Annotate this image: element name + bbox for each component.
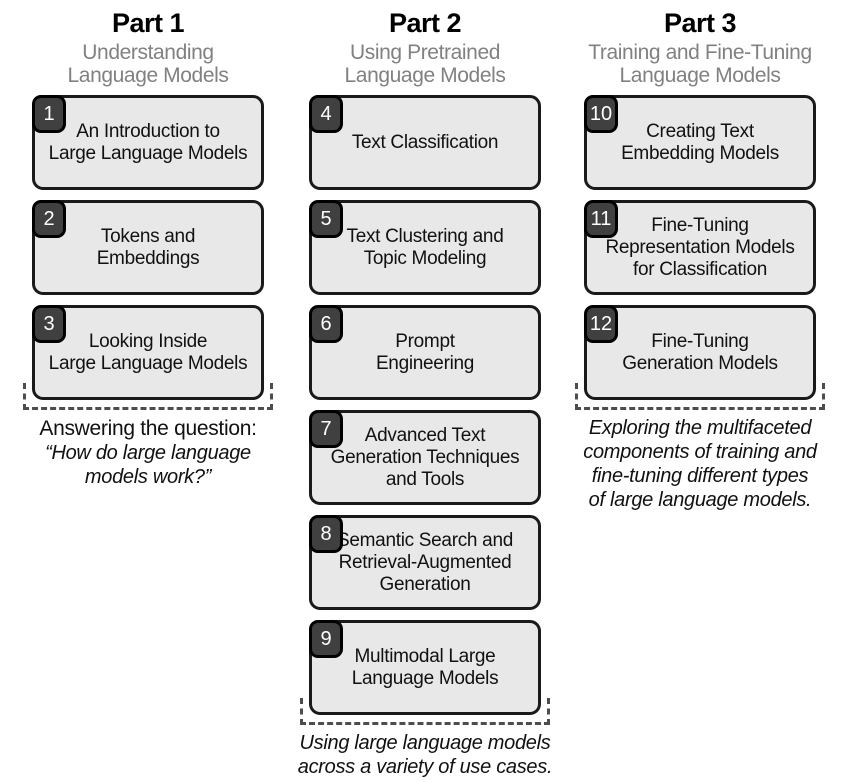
chapter-box-6: 6 Prompt Engineering <box>309 305 541 400</box>
part-1-subtitle: Understanding Language Models <box>67 41 229 87</box>
chapter-title: An Introduction to Large Language Models <box>48 120 248 164</box>
chapter-number-badge: 8 <box>309 515 343 553</box>
part-2-subtitle: Using Pretrained Language Models <box>344 41 506 87</box>
chapter-title: Fine-Tuning Generation Models <box>622 330 778 374</box>
chapter-box-10: 10 Creating Text Embedding Models <box>584 95 816 190</box>
chapter-title: Tokens and Embeddings <box>96 225 200 269</box>
chapter-title: Advanced Text Generation Techniques and … <box>330 424 520 490</box>
chapter-number-badge: 7 <box>309 410 343 448</box>
part-2-chapters: 4 Text Classification 5 Text Clustering … <box>298 95 553 779</box>
part-1-note: Answering the question: “How do large la… <box>0 416 298 489</box>
chapter-box-9: 9 Multimodal Large Language Models <box>309 620 541 715</box>
chapter-number-badge: 2 <box>32 200 66 238</box>
part-3-column: Part 3 Training and Fine-Tuning Language… <box>570 0 830 511</box>
part-1-column: Part 1 Understanding Language Models 1 A… <box>18 0 278 488</box>
chapter-number-badge: 12 <box>584 305 618 343</box>
chapter-box-11: 11 Fine-Tuning Representation Models for… <box>584 200 816 295</box>
chapter-title: Prompt Engineering <box>375 330 475 374</box>
chapter-number-badge: 3 <box>32 305 66 343</box>
chapter-box-1: 1 An Introduction to Large Language Mode… <box>32 95 264 190</box>
part-1-title: Part 1 <box>111 8 185 38</box>
part-2-title: Part 2 <box>388 8 462 38</box>
chapter-box-2: 2 Tokens and Embeddings <box>32 200 264 295</box>
chapter-box-5: 5 Text Clustering and Topic Modeling <box>309 200 541 295</box>
chapter-box-4: 4 Text Classification <box>309 95 541 190</box>
part-3-bracket <box>575 383 825 410</box>
part-1-note-text: “How do large language models work?” <box>45 442 251 488</box>
chapter-title: Multimodal Large Language Models <box>351 645 499 689</box>
part-3-title: Part 3 <box>663 8 737 38</box>
part-1-chapters: 1 An Introduction to Large Language Mode… <box>23 95 273 489</box>
part-3-subtitle: Training and Fine-Tuning Language Models <box>588 41 812 87</box>
chapter-title: Fine-Tuning Representation Models for Cl… <box>605 214 795 280</box>
part-3-note-text: Exploring the multifaceted components of… <box>583 417 817 511</box>
chapter-number-badge: 9 <box>309 620 343 658</box>
chapter-title: Text Clustering and Topic Modeling <box>346 225 504 269</box>
chapter-number-badge: 5 <box>309 200 343 238</box>
part-2-note: Using large language models across a var… <box>275 731 575 779</box>
chapter-box-7: 7 Advanced Text Generation Techniques an… <box>309 410 541 505</box>
chapter-title: Looking Inside Large Language Models <box>48 330 248 374</box>
chapter-title: Semantic Search and Retrieval-Augmented … <box>337 529 513 595</box>
chapter-title: Text Classification <box>351 131 499 153</box>
chapter-number-badge: 11 <box>584 200 618 238</box>
part-3-chapters: 10 Creating Text Embedding Models 11 Fin… <box>575 95 825 512</box>
chapter-box-8: 8 Semantic Search and Retrieval-Augmente… <box>309 515 541 610</box>
chapter-box-12: 12 Fine-Tuning Generation Models <box>584 305 816 400</box>
chapter-number-badge: 1 <box>32 95 66 133</box>
part-1-note-lead: Answering the question: <box>39 417 257 440</box>
chapter-box-3: 3 Looking Inside Large Language Models <box>32 305 264 400</box>
part-3-note: Exploring the multifaceted components of… <box>550 416 841 512</box>
part-1-bracket <box>23 383 273 410</box>
chapter-number-badge: 4 <box>309 95 343 133</box>
part-2-bracket <box>300 698 550 725</box>
chapter-number-badge: 6 <box>309 305 343 343</box>
part-2-note-text: Using large language models across a var… <box>297 732 553 778</box>
part-2-column: Part 2 Using Pretrained Language Models … <box>295 0 555 778</box>
chapter-title: Creating Text Embedding Models <box>621 120 779 164</box>
chapter-number-badge: 10 <box>584 95 618 133</box>
